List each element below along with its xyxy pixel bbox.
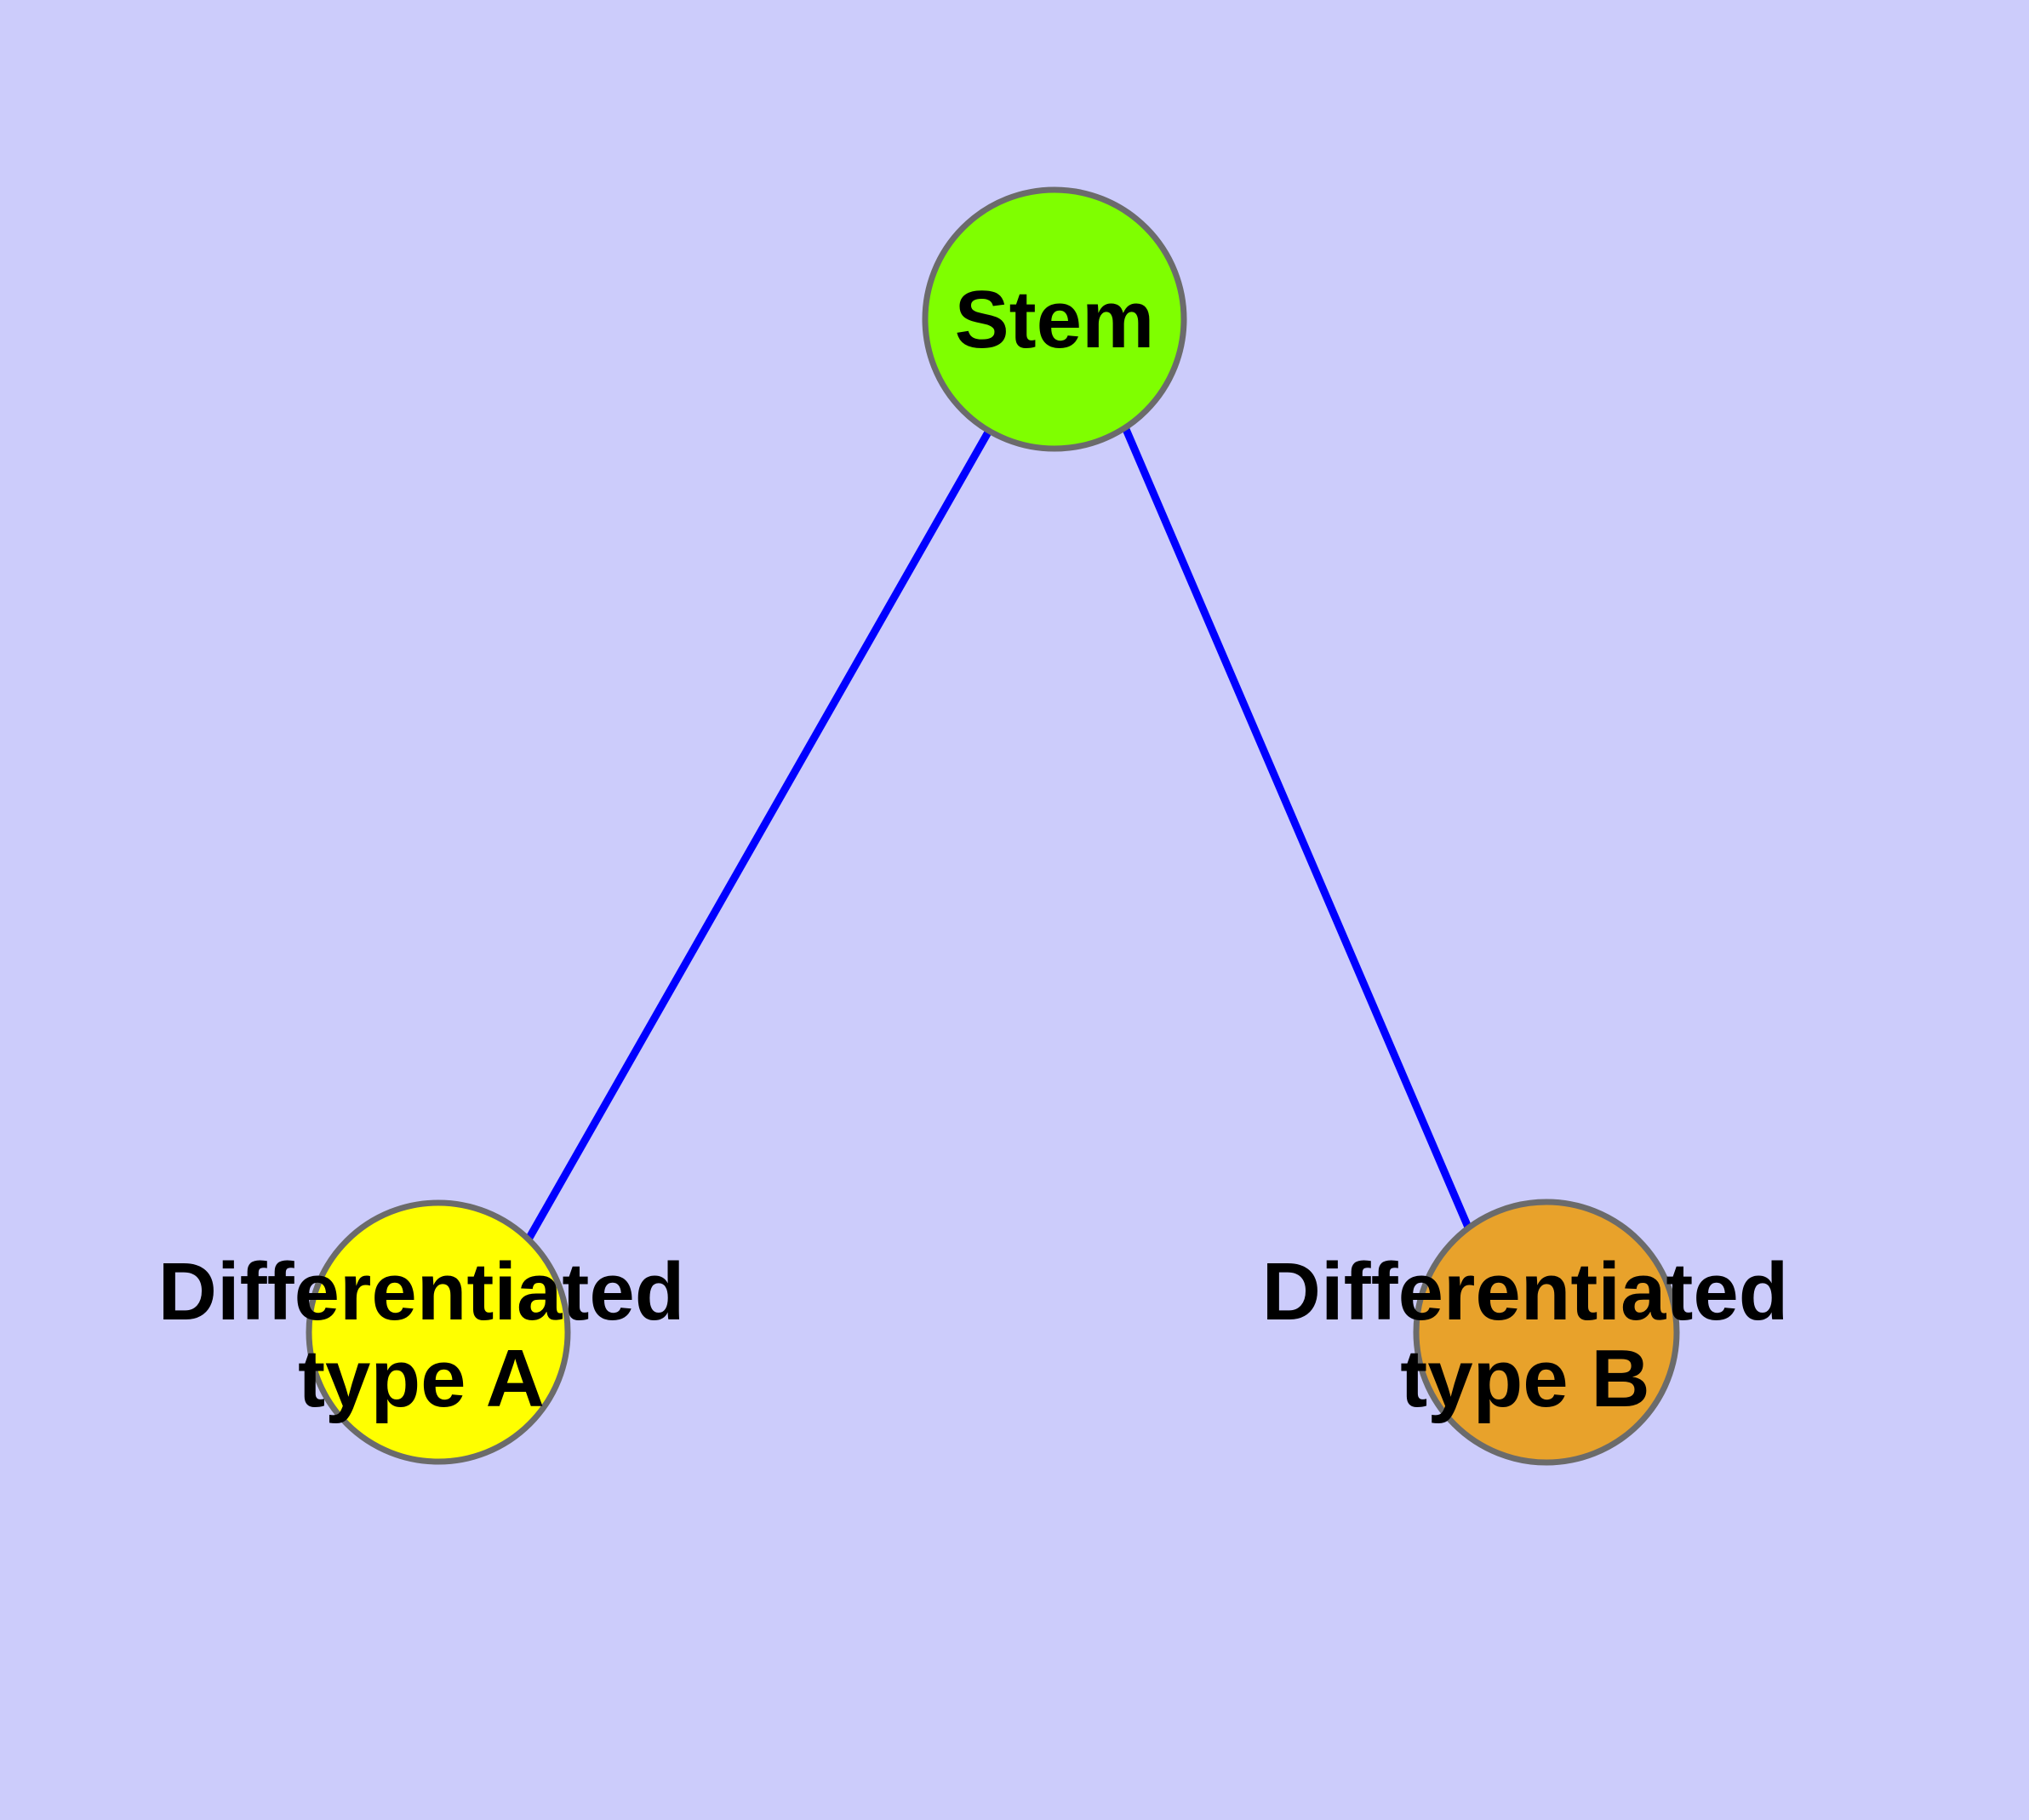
node-label-line: type A bbox=[298, 1333, 545, 1424]
node-differentiated-type-b-circle[interactable] bbox=[1413, 1199, 1680, 1466]
node-label-line: Differentiated bbox=[158, 1246, 685, 1337]
node-label-line: Stem bbox=[955, 274, 1155, 365]
edge-stem-to-differentiated-type-b bbox=[1121, 426, 1476, 1237]
edge-stem-to-differentiated-type-a bbox=[523, 428, 992, 1246]
node-label-line: Differentiated bbox=[1262, 1246, 1789, 1337]
nodes-group bbox=[306, 186, 1680, 1466]
node-label-line: type B bbox=[1400, 1333, 1649, 1424]
node-stem-circle[interactable] bbox=[922, 186, 1187, 452]
node-differentiated-type-a-circle[interactable] bbox=[306, 1199, 571, 1465]
edges-group bbox=[523, 426, 1476, 1246]
node-stem-label: Stem bbox=[955, 274, 1155, 365]
